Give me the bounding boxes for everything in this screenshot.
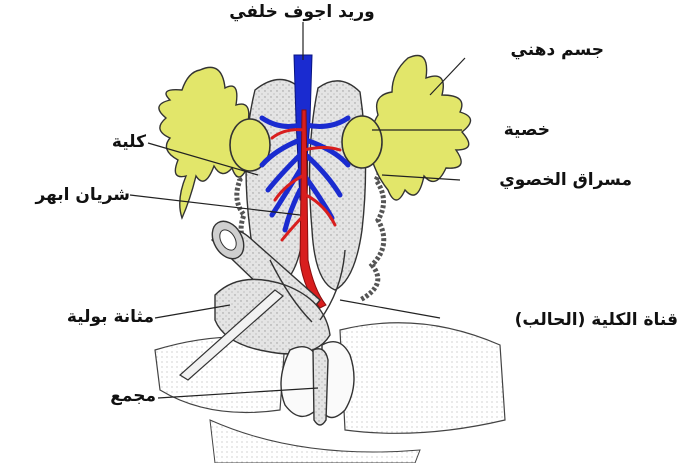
label-fat-body: جسم دهني <box>474 40 604 60</box>
label-dorsal-aorta: شريان ابهر <box>2 185 130 205</box>
leader-ureter <box>340 300 440 318</box>
cloaca <box>313 349 328 425</box>
label-posterior-vena-cava: وريد اجوف خلفي <box>212 2 392 22</box>
label-testis: خصية <box>470 120 550 140</box>
label-kidney: كلية <box>54 132 146 152</box>
fat-body-right <box>371 56 471 201</box>
label-mesorchium: مسراق الخصوي <box>462 170 632 190</box>
label-ureter: قناة الكلية (الحالب) <box>448 310 678 330</box>
testis-right <box>342 116 382 168</box>
kidney-right <box>310 81 366 290</box>
label-urinary-bladder: مثانة بولية <box>2 307 154 327</box>
label-cloaca: مجمع <box>60 386 156 406</box>
body-wall-right <box>340 323 505 434</box>
